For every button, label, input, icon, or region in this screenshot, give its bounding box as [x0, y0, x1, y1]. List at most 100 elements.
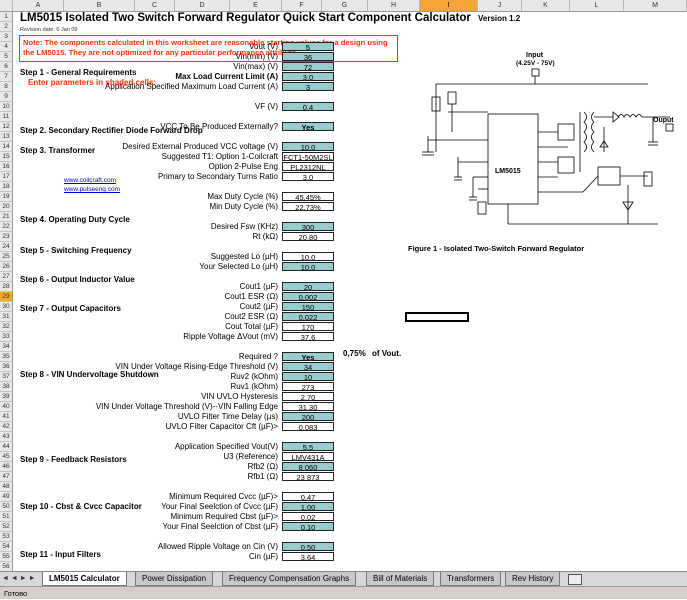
row-header[interactable]: 32 [0, 322, 13, 332]
param-value-cell[interactable]: 300 [282, 222, 334, 232]
tab-bill-of-materials[interactable]: Bill of Materials [366, 572, 435, 586]
row-header[interactable]: 4 [0, 42, 13, 52]
row-header[interactable]: 5 [0, 52, 13, 62]
row-header[interactable]: 52 [0, 522, 13, 532]
param-value-cell[interactable]: 0,47 [282, 492, 334, 502]
param-value-cell[interactable]: 2,70 [282, 392, 334, 402]
row-header[interactable]: 38 [0, 382, 13, 392]
param-value-cell[interactable]: 3,0 [282, 72, 334, 82]
column-header-f[interactable]: F [282, 0, 322, 11]
row-header[interactable]: 50 [0, 502, 13, 512]
row-header[interactable]: 30 [0, 302, 13, 312]
column-header-g[interactable]: G [322, 0, 368, 11]
param-value-cell[interactable]: 72 [282, 62, 334, 72]
param-value-cell[interactable]: 1,00 [282, 502, 334, 512]
row-header[interactable]: 13 [0, 132, 13, 142]
selected-cell[interactable] [405, 312, 469, 322]
row-header[interactable]: 19 [0, 192, 13, 202]
row-header[interactable]: 1 [0, 12, 13, 22]
param-value-cell[interactable]: 8 060 [282, 462, 334, 472]
param-value-cell[interactable]: 150 [282, 302, 334, 312]
param-value-cell[interactable]: 10 [282, 372, 334, 382]
column-header-c[interactable]: C [135, 0, 175, 11]
row-header[interactable]: 24 [0, 242, 13, 252]
row-header[interactable]: 37 [0, 372, 13, 382]
select-all-corner[interactable] [0, 0, 13, 11]
tab-rev-history[interactable]: Rev History [505, 572, 561, 586]
row-header[interactable]: 7 [0, 72, 13, 82]
column-header-k[interactable]: K [522, 0, 570, 11]
row-header[interactable]: 29 [0, 292, 13, 302]
row-header[interactable]: 8 [0, 82, 13, 92]
param-value-cell[interactable]: 0,10 [282, 522, 334, 532]
row-header[interactable]: 22 [0, 222, 13, 232]
row-header[interactable]: 10 [0, 102, 13, 112]
row-header[interactable]: 51 [0, 512, 13, 522]
param-value-cell[interactable]: 0,4 [282, 102, 334, 112]
param-value-cell[interactable]: 3,0 [282, 172, 334, 182]
param-value-cell[interactable]: PL2312NL [282, 162, 334, 172]
param-value-cell[interactable]: 0,50 [282, 542, 334, 552]
column-header-d[interactable]: D [175, 0, 230, 11]
column-header-h[interactable]: H [368, 0, 420, 11]
row-header[interactable]: 46 [0, 462, 13, 472]
row-header[interactable]: 34 [0, 342, 13, 352]
row-header[interactable]: 17 [0, 172, 13, 182]
row-header[interactable]: 21 [0, 212, 13, 222]
param-value-cell[interactable]: 20,80 [282, 232, 334, 242]
param-value-cell[interactable]: 5,5 [282, 442, 334, 452]
param-value-cell[interactable]: 5 [282, 42, 334, 52]
row-header[interactable]: 36 [0, 362, 13, 372]
param-value-cell[interactable]: 20 [282, 282, 334, 292]
tab-transformers[interactable]: Transformers [440, 572, 502, 586]
insert-sheet-icon[interactable] [568, 574, 582, 585]
param-value-cell[interactable]: 45,45% [282, 192, 334, 202]
row-header[interactable]: 31 [0, 312, 13, 322]
param-value-cell[interactable]: 0,002 [282, 292, 334, 302]
row-header[interactable]: 20 [0, 202, 13, 212]
param-value-cell[interactable]: 36 [282, 52, 334, 62]
param-value-cell[interactable]: FCT1-50M2SL [282, 152, 334, 162]
param-value-cell[interactable]: 0,083 [282, 422, 334, 432]
row-header[interactable]: 53 [0, 532, 13, 542]
row-header[interactable]: 39 [0, 392, 13, 402]
row-header[interactable]: 9 [0, 92, 13, 102]
row-header[interactable]: 48 [0, 482, 13, 492]
param-value-cell[interactable]: 22,73% [282, 202, 334, 212]
row-header[interactable]: 12 [0, 122, 13, 132]
row-header[interactable]: 33 [0, 332, 13, 342]
param-value-cell[interactable]: 31,30 [282, 402, 334, 412]
row-header[interactable]: 6 [0, 62, 13, 72]
row-header[interactable]: 26 [0, 262, 13, 272]
row-header[interactable]: 41 [0, 412, 13, 422]
param-value-cell[interactable]: 200 [282, 412, 334, 422]
pulseeng-link[interactable]: www.pulseeng.com [64, 186, 120, 193]
row-header[interactable]: 42 [0, 422, 13, 432]
tab-power-dissipation[interactable]: Power Dissipation [135, 572, 214, 586]
tab-scroll-buttons[interactable]: ◄ ◄ ► ► [2, 575, 36, 582]
column-header-b[interactable]: B [64, 0, 135, 11]
param-value-cell[interactable]: Yes [282, 122, 334, 132]
param-value-cell[interactable]: 170 [282, 322, 334, 332]
param-value-cell[interactable]: 3 [282, 82, 334, 92]
tab-frequency-compensation-graphs[interactable]: Frequency Compensation Graphs [222, 572, 357, 586]
param-value-cell[interactable]: LMV431A [282, 452, 334, 462]
tab-lm5015-calculator[interactable]: LM5015 Calculator [42, 572, 127, 586]
param-value-cell[interactable]: 10,0 [282, 142, 334, 152]
row-header[interactable]: 40 [0, 402, 13, 412]
row-header[interactable]: 14 [0, 142, 13, 152]
param-value-cell[interactable]: 10,0 [282, 262, 334, 272]
row-header[interactable]: 25 [0, 252, 13, 262]
param-value-cell[interactable]: 0,02 [282, 512, 334, 522]
row-header[interactable]: 55 [0, 552, 13, 562]
row-header[interactable]: 11 [0, 112, 13, 122]
param-value-cell[interactable]: 37,6 [282, 332, 334, 342]
row-header[interactable]: 16 [0, 162, 13, 172]
row-header[interactable]: 45 [0, 452, 13, 462]
param-value-cell[interactable]: 3,64 [282, 552, 334, 562]
row-header[interactable]: 43 [0, 432, 13, 442]
param-value-cell[interactable]: 273 [282, 382, 334, 392]
row-header[interactable]: 27 [0, 272, 13, 282]
row-header[interactable]: 23 [0, 232, 13, 242]
column-header-a[interactable]: A [13, 0, 64, 11]
